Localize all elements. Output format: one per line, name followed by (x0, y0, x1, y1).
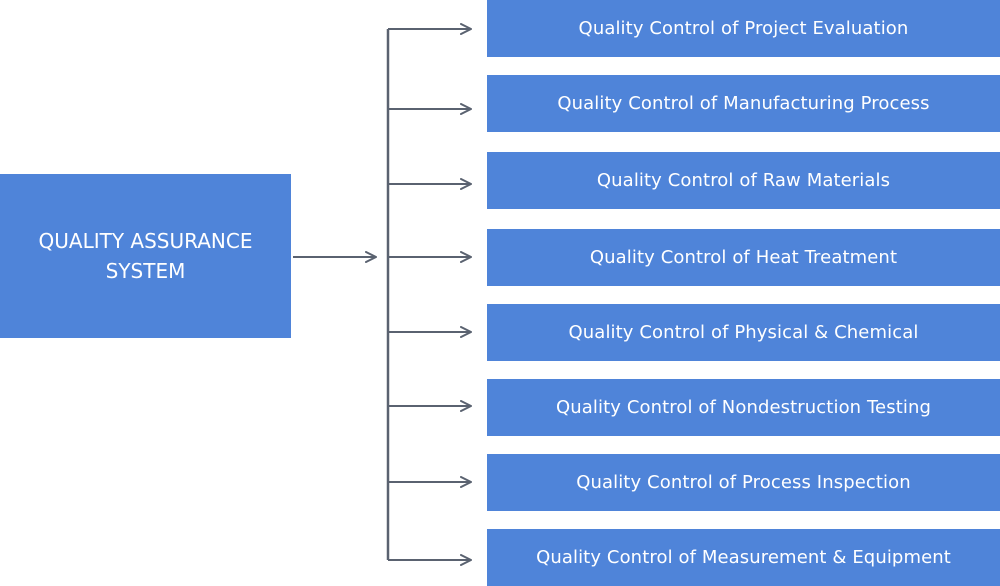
node-manufacturing-process: Quality Control of Manufacturing Process (487, 75, 1000, 132)
node-process-inspection: Quality Control of Process Inspection (487, 454, 1000, 511)
node-label: Quality Control of Manufacturing Process (557, 93, 930, 114)
node-nondestruction-testing: Quality Control of Nondestruction Testin… (487, 379, 1000, 436)
node-heat-treatment: Quality Control of Heat Treatment (487, 229, 1000, 286)
node-raw-materials: Quality Control of Raw Materials (487, 152, 1000, 209)
node-label: Quality Control of Nondestruction Testin… (555, 397, 931, 418)
root-label-line1: QUALITY ASSURANCE (38, 229, 253, 253)
quality-assurance-system-box: QUALITY ASSURANCE SYSTEM (0, 174, 291, 338)
node-label: Quality Control of Process Inspection (576, 472, 911, 493)
node-measurement-equipment: Quality Control of Measurement & Equipme… (487, 529, 1000, 586)
node-label: Quality Control of Raw Materials (596, 170, 891, 191)
node-label: Quality Control of Physical & Chemical (568, 322, 919, 343)
node-label: Quality Control of Heat Treatment (589, 247, 898, 268)
node-label: Quality Control of Measurement & Equipme… (536, 547, 951, 568)
node-label: Quality Control of Project Evaluation (578, 18, 909, 39)
node-physical-chemical: Quality Control of Physical & Chemical (487, 304, 1000, 361)
node-project-evaluation: Quality Control of Project Evaluation (487, 0, 1000, 57)
root-label-line2: SYSTEM (105, 259, 186, 283)
